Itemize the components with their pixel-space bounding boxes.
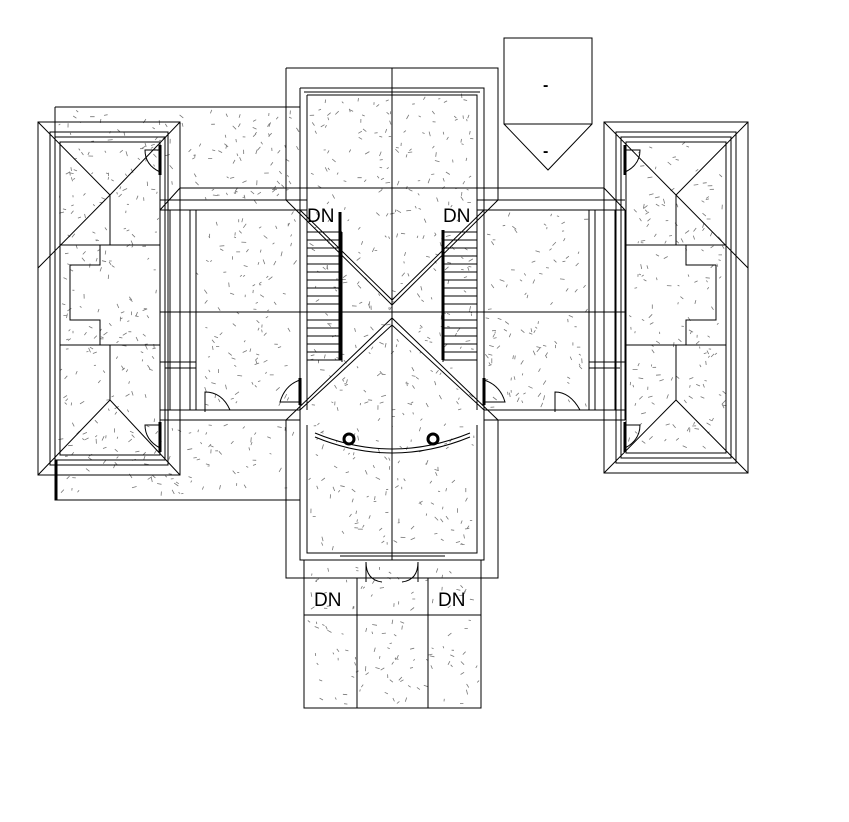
- plan-linework: [37, 67, 749, 709]
- dn-label-lower-right: DN: [438, 590, 465, 611]
- dn-label-lower-left: DN: [314, 590, 341, 611]
- column-left: [342, 432, 356, 446]
- marker-upper: -: [543, 77, 548, 94]
- marker-box: - -: [503, 37, 593, 171]
- dn-label-upper-right: DN: [443, 206, 470, 227]
- stair-left: [306, 231, 343, 362]
- dn-label-upper-left: DN: [307, 206, 334, 227]
- stair-right: [442, 231, 478, 362]
- marker-lower: -: [543, 143, 548, 160]
- column-right: [426, 432, 440, 446]
